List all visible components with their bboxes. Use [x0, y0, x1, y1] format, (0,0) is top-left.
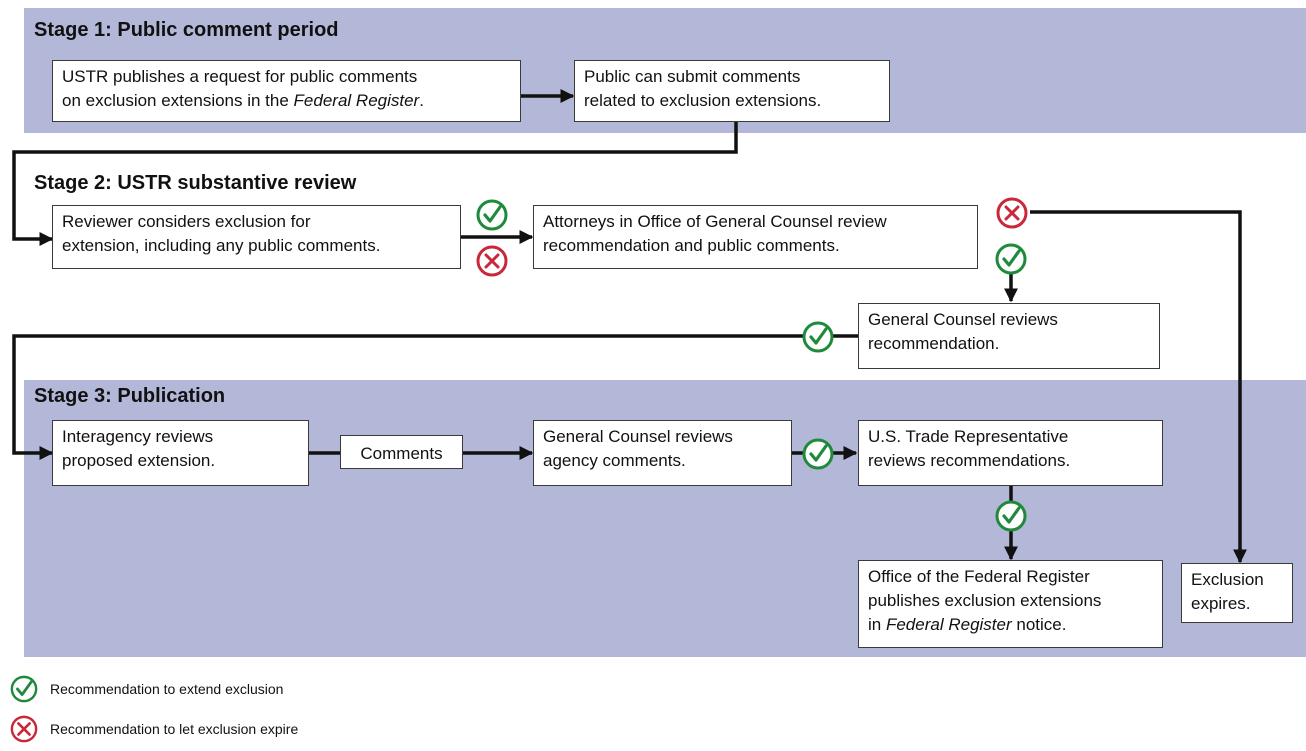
stage-2-title: Stage 2: USTR substantive review: [34, 172, 357, 194]
box-attorneys-review: Attorneys in Office of General Counsel r…: [533, 205, 978, 269]
box-exclusion-expires: Exclusion expires.: [1181, 563, 1293, 623]
cross-icon: [10, 715, 38, 743]
stage-3-title: Stage 3: Publication: [34, 385, 226, 407]
box-reviewer-considers: Reviewer considers exclusion for extensi…: [52, 205, 461, 269]
check-icon: [476, 199, 508, 231]
legend-expire: Recommendation to let exclusion expire: [10, 715, 298, 743]
box-general-counsel-reviews-recommendation: General Counsel reviews recommendation.: [858, 303, 1160, 369]
stage-1-title: Stage 1: Public comment period: [34, 19, 339, 41]
box-ustr-reviews-recommendations: U.S. Trade Representative reviews recomm…: [858, 420, 1163, 486]
arrow-attorneys-to-expires: [1030, 210, 1247, 564]
box-office-federal-register-publishes: Office of the Federal Register publishes…: [858, 560, 1163, 648]
check-icon: [10, 675, 38, 703]
check-icon: [802, 438, 834, 470]
box-general-counsel-reviews-agency-comments: General Counsel reviews agency comments.: [533, 420, 792, 486]
box-comments: Comments: [340, 435, 463, 469]
check-icon: [995, 500, 1027, 532]
cross-icon: [476, 245, 508, 277]
check-icon: [802, 321, 834, 353]
legend-expire-label: Recommendation to let exclusion expire: [50, 721, 299, 737]
check-icon: [995, 243, 1027, 275]
box-public-submit-comments: Public can submit comments related to ex…: [574, 60, 890, 122]
cross-icon: [996, 197, 1028, 229]
arrow-general-counsel-to-interagency: [12, 334, 858, 460]
box-interagency-reviews: Interagency reviews proposed extension.: [52, 420, 309, 486]
legend-extend-label: Recommendation to extend exclusion: [50, 681, 284, 697]
box-ustr-publishes-request: USTR publishes a request for public comm…: [52, 60, 521, 122]
arrow-stage1-to-reviewer: [12, 121, 738, 246]
legend-extend: Recommendation to extend exclusion: [10, 675, 283, 703]
